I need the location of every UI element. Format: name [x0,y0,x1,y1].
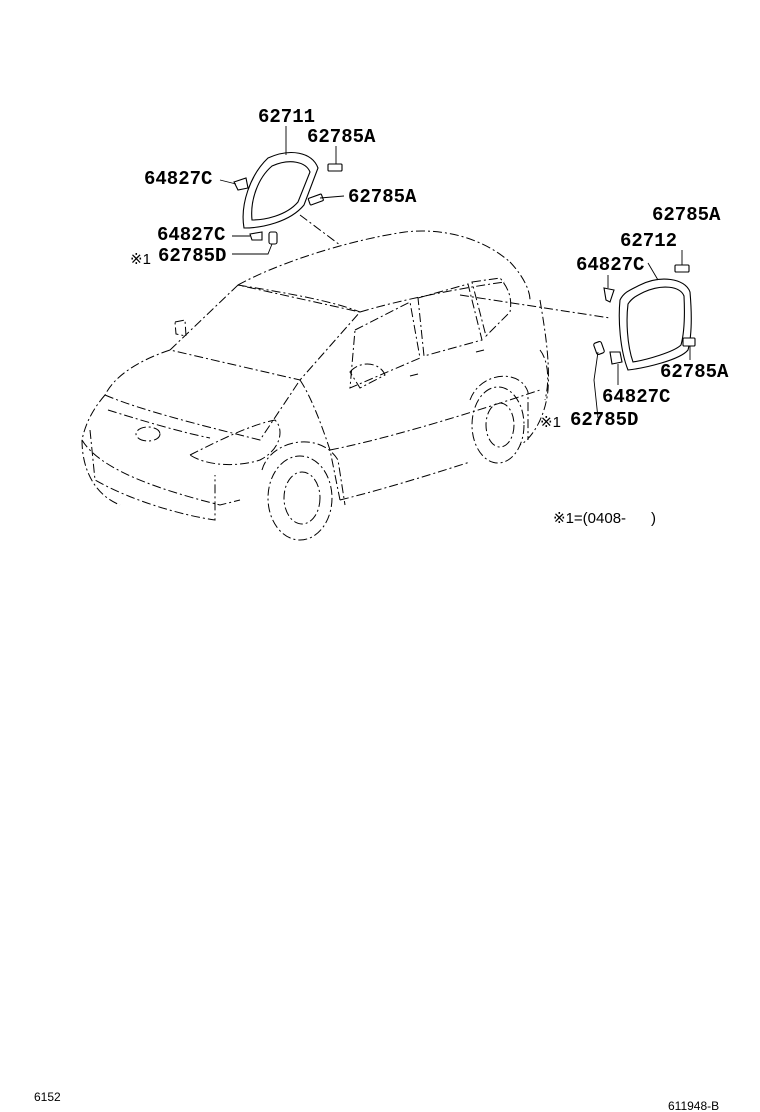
clip-62785a-lower-right [682,337,696,347]
label-64827c-upper-left: 64827C [144,168,212,190]
clip-62785d-right [593,341,605,355]
clip-64827c-lower-right [609,351,623,365]
clip-64827c-upper-right [603,287,615,303]
clip-62785a-upper-right [674,264,690,273]
label-64827c-lower-right: 64827C [602,386,670,408]
footer-left-code: 6152 [34,1090,61,1104]
clip-64827c-lower-left [249,231,263,241]
glass-62711 [242,152,319,229]
label-64827c-lower-left: 64827C [157,224,225,246]
note-mark-right: ※1 [540,414,561,431]
vehicle-outline [81,214,611,541]
label-64827c-upper-right: 64827C [576,254,644,276]
label-62711: 62711 [258,106,315,128]
footer-right-code: 611948-B [668,1099,719,1112]
leader-lines [219,126,691,419]
label-62785a-lower-right: 62785A [660,361,729,383]
glass-62712 [618,278,692,371]
label-62785d-right: 62785D [570,409,638,431]
note-mark-left: ※1 [130,251,151,268]
label-62785a-mid-left: 62785A [348,186,417,208]
label-62785a-upper-right: 62785A [652,204,721,226]
label-62785d-left: 62785D [158,245,226,267]
footnote: ※1=(0408- ) [553,510,656,527]
clip-64827c-upper-left [233,177,249,191]
clip-62785a-mid-left [307,193,324,206]
clip-62785d-left [268,231,278,245]
label-62712: 62712 [620,230,677,252]
clip-62785a-upper-left [327,163,343,172]
label-62785a-upper-left: 62785A [307,126,376,148]
